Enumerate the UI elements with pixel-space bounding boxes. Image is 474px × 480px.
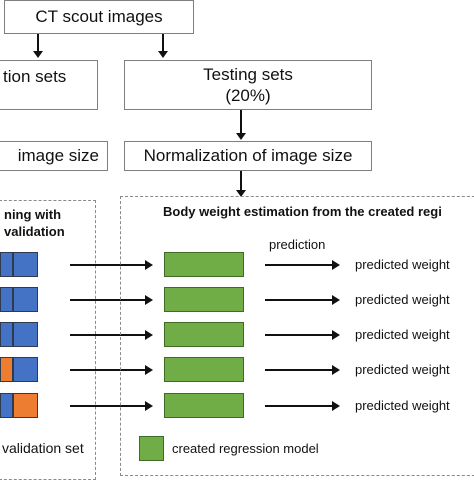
estimation-panel-title: Body weight estimation from the created … [163, 204, 442, 219]
training-panel-title-line2: validation [4, 224, 65, 239]
arrow-to-normalization [236, 110, 246, 140]
training-sets-box: tion sets [0, 60, 98, 110]
fold-5-arrow [70, 401, 153, 411]
ct-scout-images-box: CT scout images [4, 0, 194, 34]
regression-model-3 [164, 322, 244, 347]
training-panel-title-line1: ning with [4, 207, 62, 222]
prediction-arrow-2 [265, 295, 340, 305]
regression-model-legend-label: created regression model [172, 441, 319, 456]
predicted-weight-2: predicted weight [355, 292, 450, 307]
fold-1-arrow [70, 260, 153, 270]
prediction-arrow-1 [265, 260, 340, 270]
fold-5-segment-a [0, 393, 13, 418]
prediction-arrow-4 [265, 365, 340, 375]
fold-4-segment-a [0, 357, 13, 382]
prediction-label: prediction [269, 237, 326, 252]
regression-model-5 [164, 393, 244, 418]
predicted-weight-1: predicted weight [355, 257, 450, 272]
prediction-arrow-3 [265, 330, 340, 340]
prediction-arrow-5 [265, 401, 340, 411]
fold-1-segment-b [13, 252, 38, 277]
predicted-weight-5: predicted weight [355, 398, 450, 413]
predicted-weight-4: predicted weight [355, 362, 450, 377]
arrow-to-testing-sets [158, 34, 168, 58]
training-sets-label: tion sets [3, 67, 67, 86]
validation-set-legend-label: validation set [2, 440, 84, 456]
left-normalization-box: image size [0, 141, 108, 171]
ct-scout-images-label: CT scout images [35, 7, 163, 26]
fold-3-arrow [70, 330, 153, 340]
predicted-weight-3: predicted weight [355, 327, 450, 342]
left-normalization-label: image size [17, 146, 99, 165]
testing-sets-label: Testing sets [203, 65, 293, 84]
testing-sets-percent: (20%) [225, 86, 271, 105]
regression-model-4 [164, 357, 244, 382]
fold-2-segment-b [13, 287, 38, 312]
fold-4-arrow [70, 365, 153, 375]
fold-1-segment-a [0, 252, 13, 277]
arrow-to-training-sets [33, 34, 43, 58]
fold-2-segment-a [0, 287, 13, 312]
fold-3-segment-b [13, 322, 38, 347]
regression-model-1 [164, 252, 244, 277]
testing-sets-box: Testing sets (20%) [124, 60, 372, 110]
normalization-box: Normalization of image size [124, 141, 372, 171]
normalization-label: Normalization of image size [143, 146, 353, 165]
fold-5-segment-b [13, 393, 38, 418]
arrow-to-estimation-panel [236, 171, 246, 197]
fold-3-segment-a [0, 322, 13, 347]
regression-model-2 [164, 287, 244, 312]
regression-model-legend-swatch [139, 436, 164, 461]
fold-4-segment-b [13, 357, 38, 382]
fold-2-arrow [70, 295, 153, 305]
